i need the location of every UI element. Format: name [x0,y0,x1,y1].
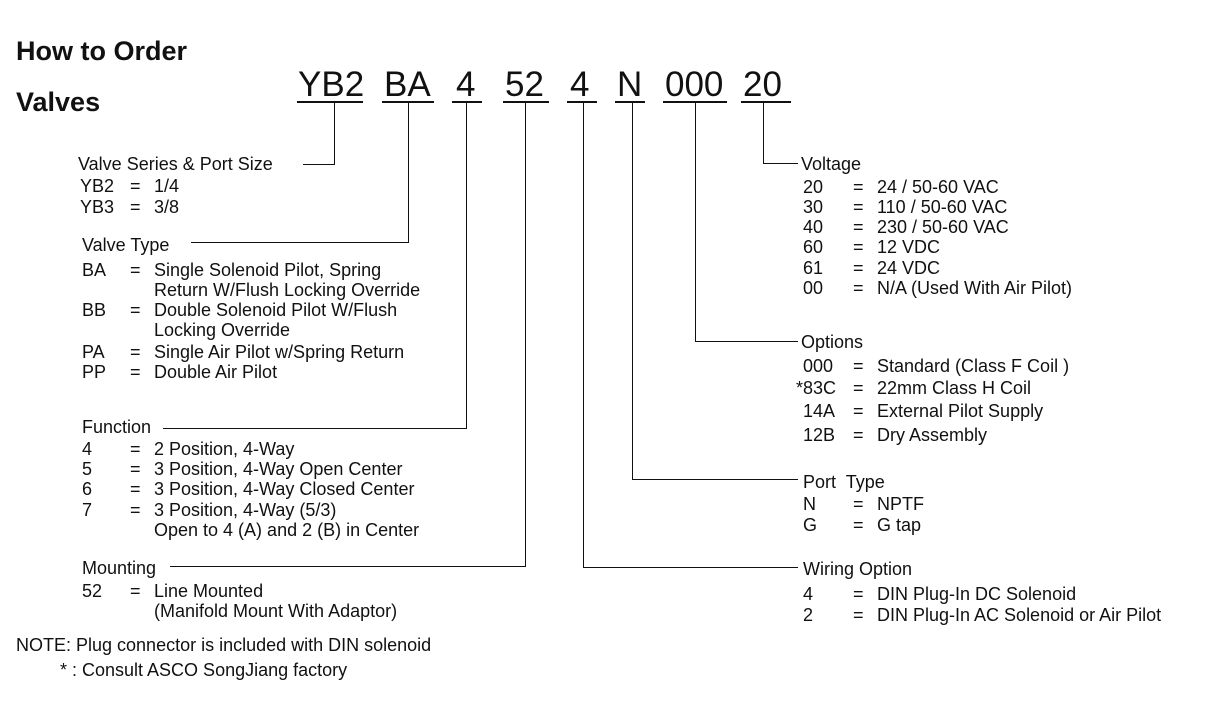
note-text: NOTE: Plug connector is included with DI… [16,635,432,655]
underline-valve-type [382,101,434,103]
section-title-wiring: Wiring Option [803,559,913,579]
underline-mounting [503,101,549,103]
code-function: 4 [456,65,476,104]
code-options: 000 [665,65,724,104]
underline-port-type [615,101,645,103]
underline-voltage [741,101,791,103]
section-title-mounting: Mounting [82,558,157,578]
connector-port-type-h [632,479,798,480]
section-title-port-type: Port Type [803,472,885,492]
code-mounting: 52 [505,65,544,104]
code-wiring: 4 [570,65,590,104]
underline-options [663,101,727,103]
connector-valve-type-v [408,103,409,243]
section-title-valve-type: Valve Type [82,235,170,255]
footnote-text: * : Consult ASCO SongJiang factory [60,660,348,680]
connector-mounting-h [170,566,526,567]
page-title: How to Order [16,36,188,66]
section-title-function: Function [82,417,152,437]
connector-voltage-h [763,163,798,164]
connector-valve-type-h [191,242,409,243]
connector-port-type-v [632,103,633,480]
code-valve-type: BA [384,65,431,104]
underline-series [297,101,363,103]
section-title-options: Options [801,332,864,352]
section-title-voltage: Voltage [801,154,862,174]
code-series: YB2 [298,65,365,104]
section-title-series: Valve Series & Port Size [78,154,273,174]
connector-function-v [466,103,467,429]
connector-voltage-v [763,103,764,164]
connector-mounting-v [525,103,526,567]
connector-wiring-v [583,103,584,568]
connector-wiring-h [583,567,798,568]
connector-options-v [695,103,696,342]
code-voltage: 20 [743,65,782,104]
page-subtitle: Valves [16,87,101,117]
underline-wiring [567,101,597,103]
connector-options-h [695,341,798,342]
connector-series-v [334,103,335,164]
connector-series-h [303,164,335,165]
code-port-type: N [617,65,643,104]
connector-function-h [163,428,467,429]
underline-function [452,101,482,103]
